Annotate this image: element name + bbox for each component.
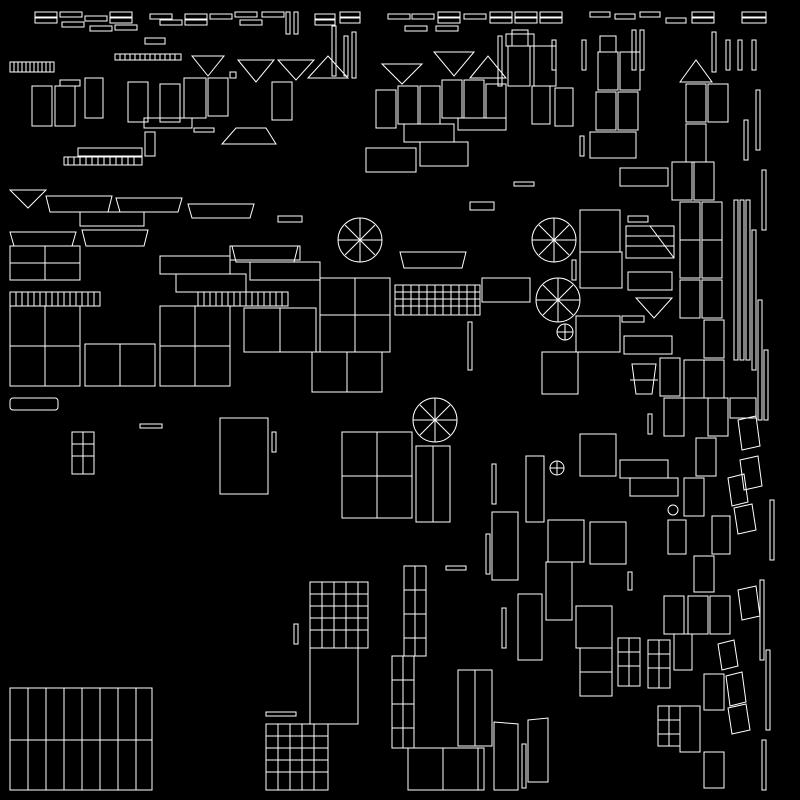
- umbrella-icon: [556, 323, 574, 341]
- bottom-panels: [9, 647, 549, 791]
- window-icon: [391, 655, 415, 749]
- sofa-shapes: [9, 195, 467, 411]
- top-strip-group: [34, 11, 767, 45]
- center-upper-panels: [9, 117, 531, 393]
- center-lower-panels: [71, 181, 535, 571]
- window-icon: [403, 565, 427, 657]
- window-icon: [309, 581, 369, 649]
- umbrella-icon: [535, 277, 581, 323]
- umbrella-icon: [667, 504, 679, 516]
- umbrella-icon: [549, 460, 565, 476]
- umbrella-icon: [531, 217, 577, 263]
- window-icons: [265, 565, 427, 791]
- ladder-strips: [9, 53, 481, 316]
- chair-icon: [505, 33, 535, 47]
- right-column-panels: [375, 29, 757, 517]
- lower-right-panels: [491, 167, 763, 789]
- window-icon: [265, 723, 329, 791]
- chair-icons: [505, 33, 658, 395]
- right-edge-bars: [271, 25, 775, 791]
- umbrella-icons: [337, 217, 679, 516]
- umbrella-icon: [412, 397, 458, 443]
- umbrella-icon: [337, 217, 383, 263]
- upper-left-panels: [31, 71, 293, 157]
- tent-shapes: [8, 51, 713, 319]
- chair-icon: [630, 363, 658, 395]
